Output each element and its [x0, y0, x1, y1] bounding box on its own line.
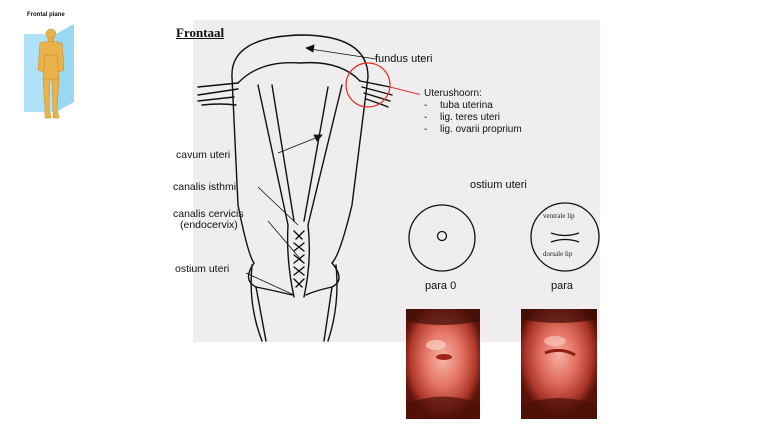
cervix-photo-para — [521, 309, 597, 419]
uterushoorn-item: -lig. teres uteri — [424, 112, 501, 123]
label-ventrale-lip: ventrale lip — [543, 212, 575, 220]
label-para: para — [551, 280, 574, 292]
label-dorsale-lip: dorsale lip — [543, 250, 573, 258]
label-cavum-uteri: cavum uteri — [176, 149, 231, 161]
uterus-diagram — [197, 34, 420, 342]
label-endocervix: (endocervix) — [180, 219, 238, 231]
label-canalis-cervicis: canalis cervicis — [173, 208, 244, 220]
cervix-photo-para0 — [406, 309, 480, 419]
label-ostium-uteri-right: ostium uteri — [470, 179, 527, 191]
ostium-para0-diagram — [408, 204, 476, 272]
frontal-plane-figure — [24, 24, 74, 119]
label-para-0: para 0 — [425, 280, 457, 292]
uterushoorn-item: -tuba uterina — [424, 100, 493, 111]
label-canalis-isthmi: canalis isthmi — [173, 181, 237, 193]
inset-label: Frontal plane — [27, 12, 65, 18]
label-fundus-uteri: fundus uteri — [375, 53, 433, 65]
ostium-para-diagram — [530, 202, 600, 272]
slide-title: Frontaal — [176, 25, 225, 40]
label-ostium-uteri-left: ostium uteri — [175, 263, 230, 275]
label-uterushoorn: Uterushoorn: -tuba uterina -lig. teres u… — [424, 88, 522, 136]
uterushoorn-heading: Uterushoorn: — [424, 88, 482, 99]
uterushoorn-item: -lig. ovarii proprium — [424, 124, 522, 135]
